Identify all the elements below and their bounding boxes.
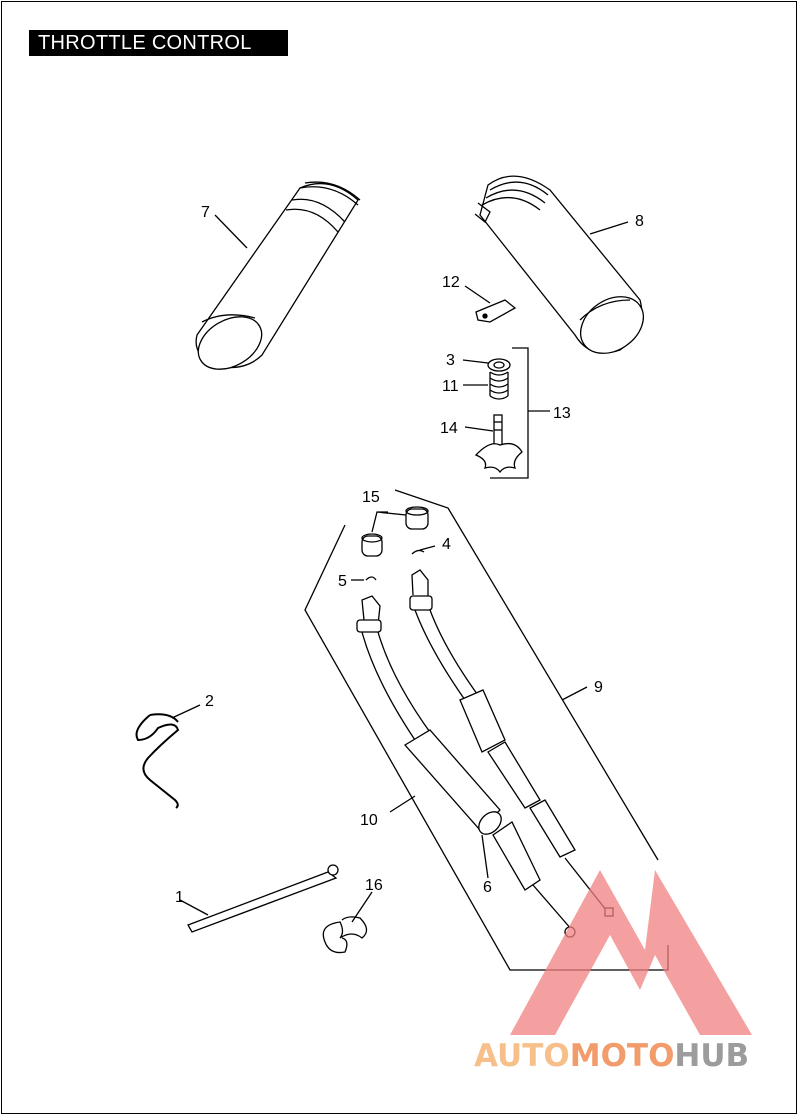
callout-9: 9 [594,679,603,696]
watermark-moto: MOTO [570,1038,675,1074]
part-15-ferrules [361,506,429,557]
automotohub-watermark [510,870,752,1035]
callout-10: 10 [360,812,378,829]
callout-5: 5 [338,573,347,590]
part-16-clip [322,916,368,954]
callout-13: 13 [553,405,571,422]
callout-14: 14 [440,420,458,437]
left-grip-part-7 [195,181,361,370]
part-3-nut [487,358,511,372]
callout-12: 12 [442,274,460,291]
part-12-clip [475,299,517,323]
watermark-hub: HUB [674,1038,749,1074]
callout-7: 7 [201,204,210,221]
watermark-text: AUTOMOTOHUB [474,1038,749,1074]
callout-11: 11 [442,378,459,395]
callouts: 1 2 3 4 5 6 7 8 9 10 11 12 13 14 15 16 [175,204,644,906]
right-grip-part-8 [474,175,644,354]
callout-6: 6 [483,879,492,896]
part-4-clip [411,549,425,555]
callout-15: 15 [362,489,380,506]
callout-4: 4 [442,536,451,553]
part-13-bracket [490,347,550,479]
callout-1: 1 [175,889,184,906]
callout-2: 2 [205,693,214,710]
page-title: THROTTLE CONTROL [29,30,288,56]
part-1-cable-tie [187,864,339,933]
watermark-triangle-icon [510,870,752,1035]
part-14-screw [474,414,523,474]
callout-3: 3 [446,352,455,369]
callout-16: 16 [365,877,383,894]
part-11-spring [489,371,509,400]
watermark-auto: AUTO [474,1038,570,1074]
part-2-wire-clip [135,713,180,809]
callout-8: 8 [635,213,644,230]
cable-part-9 [409,569,614,917]
part-5-clip [365,576,377,581]
cable-part-10 [356,595,576,938]
